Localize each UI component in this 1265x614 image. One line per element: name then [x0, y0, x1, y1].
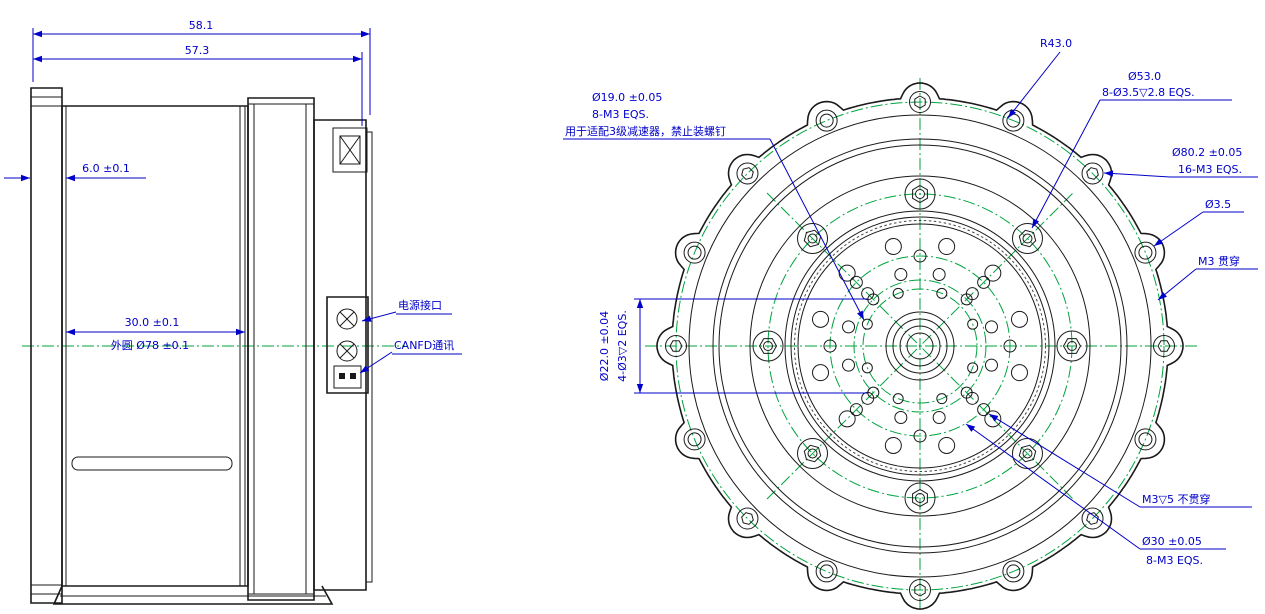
top-bracket: [332, 127, 368, 173]
output-flange: [30, 87, 63, 604]
dim-d30: Ø30 ±0.05: [1142, 535, 1202, 548]
dim-d53: Ø53.0: [1128, 70, 1161, 83]
dim-d80: Ø80.2 ±0.05: [1172, 146, 1242, 159]
dim-outer-diameter: 外圆 Ø78 ±0.1: [111, 339, 189, 352]
label-power-connector: 电源接口: [398, 298, 442, 312]
dim-body-depth: 30.0 ±0.1: [125, 316, 180, 329]
note-reducer-warning: 用于适配3级减速器，禁止装螺钉: [565, 125, 726, 138]
d80-leader: [1103, 170, 1171, 178]
dim-d80-note: 16-M3 EQS.: [1178, 163, 1242, 176]
mid-housing: [247, 97, 315, 601]
label-m3-through: M3 贯穿: [1198, 254, 1240, 268]
rear-plate: [365, 131, 373, 583]
d19-leader: [769, 138, 865, 321]
housing-slot: [71, 456, 233, 471]
d35-leader: [1153, 211, 1204, 247]
dim-d35: Ø3.5: [1205, 198, 1231, 211]
canfd-connector: [333, 365, 362, 389]
m3-blind-leader: [988, 413, 1141, 508]
side-view-outline: [22, 87, 405, 605]
canfd-label-leader: [359, 351, 393, 374]
front-view-dimensions: R43.0 Ø53.0 8-Ø3.5▽2.8 EQS. Ø80.2 ±0.05 …: [563, 37, 1258, 567]
dim-flange-offset: 6.0 ±0.1: [82, 162, 130, 175]
label-m3-blind: M3▽5 不贯穿: [1142, 492, 1210, 506]
label-canfd: CANFD通讯: [394, 339, 454, 352]
dim-d53-note: 8-Ø3.5▽2.8 EQS.: [1102, 86, 1195, 99]
r43-leader: [1007, 51, 1061, 119]
dim-d19-note: 8-M3 EQS.: [592, 108, 649, 121]
dim-d22-note: 4-Ø3▽2 EQS.: [616, 310, 629, 382]
m3-through-leader: [1157, 268, 1197, 301]
dim-d19: Ø19.0 ±0.05: [592, 91, 662, 104]
d30-leader: [965, 423, 1141, 550]
connector-panel: [326, 296, 369, 394]
dim-body-length: 57.3: [185, 44, 210, 57]
rear-housing: [313, 119, 367, 591]
dim-total-length: 58.1: [189, 19, 214, 32]
dim-r43: R43.0: [1040, 37, 1072, 50]
front-view-drawing: [645, 78, 1198, 612]
power-label-leader: [361, 311, 397, 322]
power-terminal-1: [336, 308, 358, 330]
base-skirt: [52, 585, 334, 605]
dim-d22: Ø22.0 ±0.04: [598, 311, 611, 381]
d53-leader: [1031, 99, 1101, 229]
dim-d30-note: 8-M3 EQS.: [1146, 554, 1203, 567]
power-terminal-2: [336, 340, 358, 362]
side-view-dimensions: 58.1 57.3 6.0 ±0.1 30.0 ±0.1 外圆 Ø78 ±0.1…: [4, 19, 462, 374]
